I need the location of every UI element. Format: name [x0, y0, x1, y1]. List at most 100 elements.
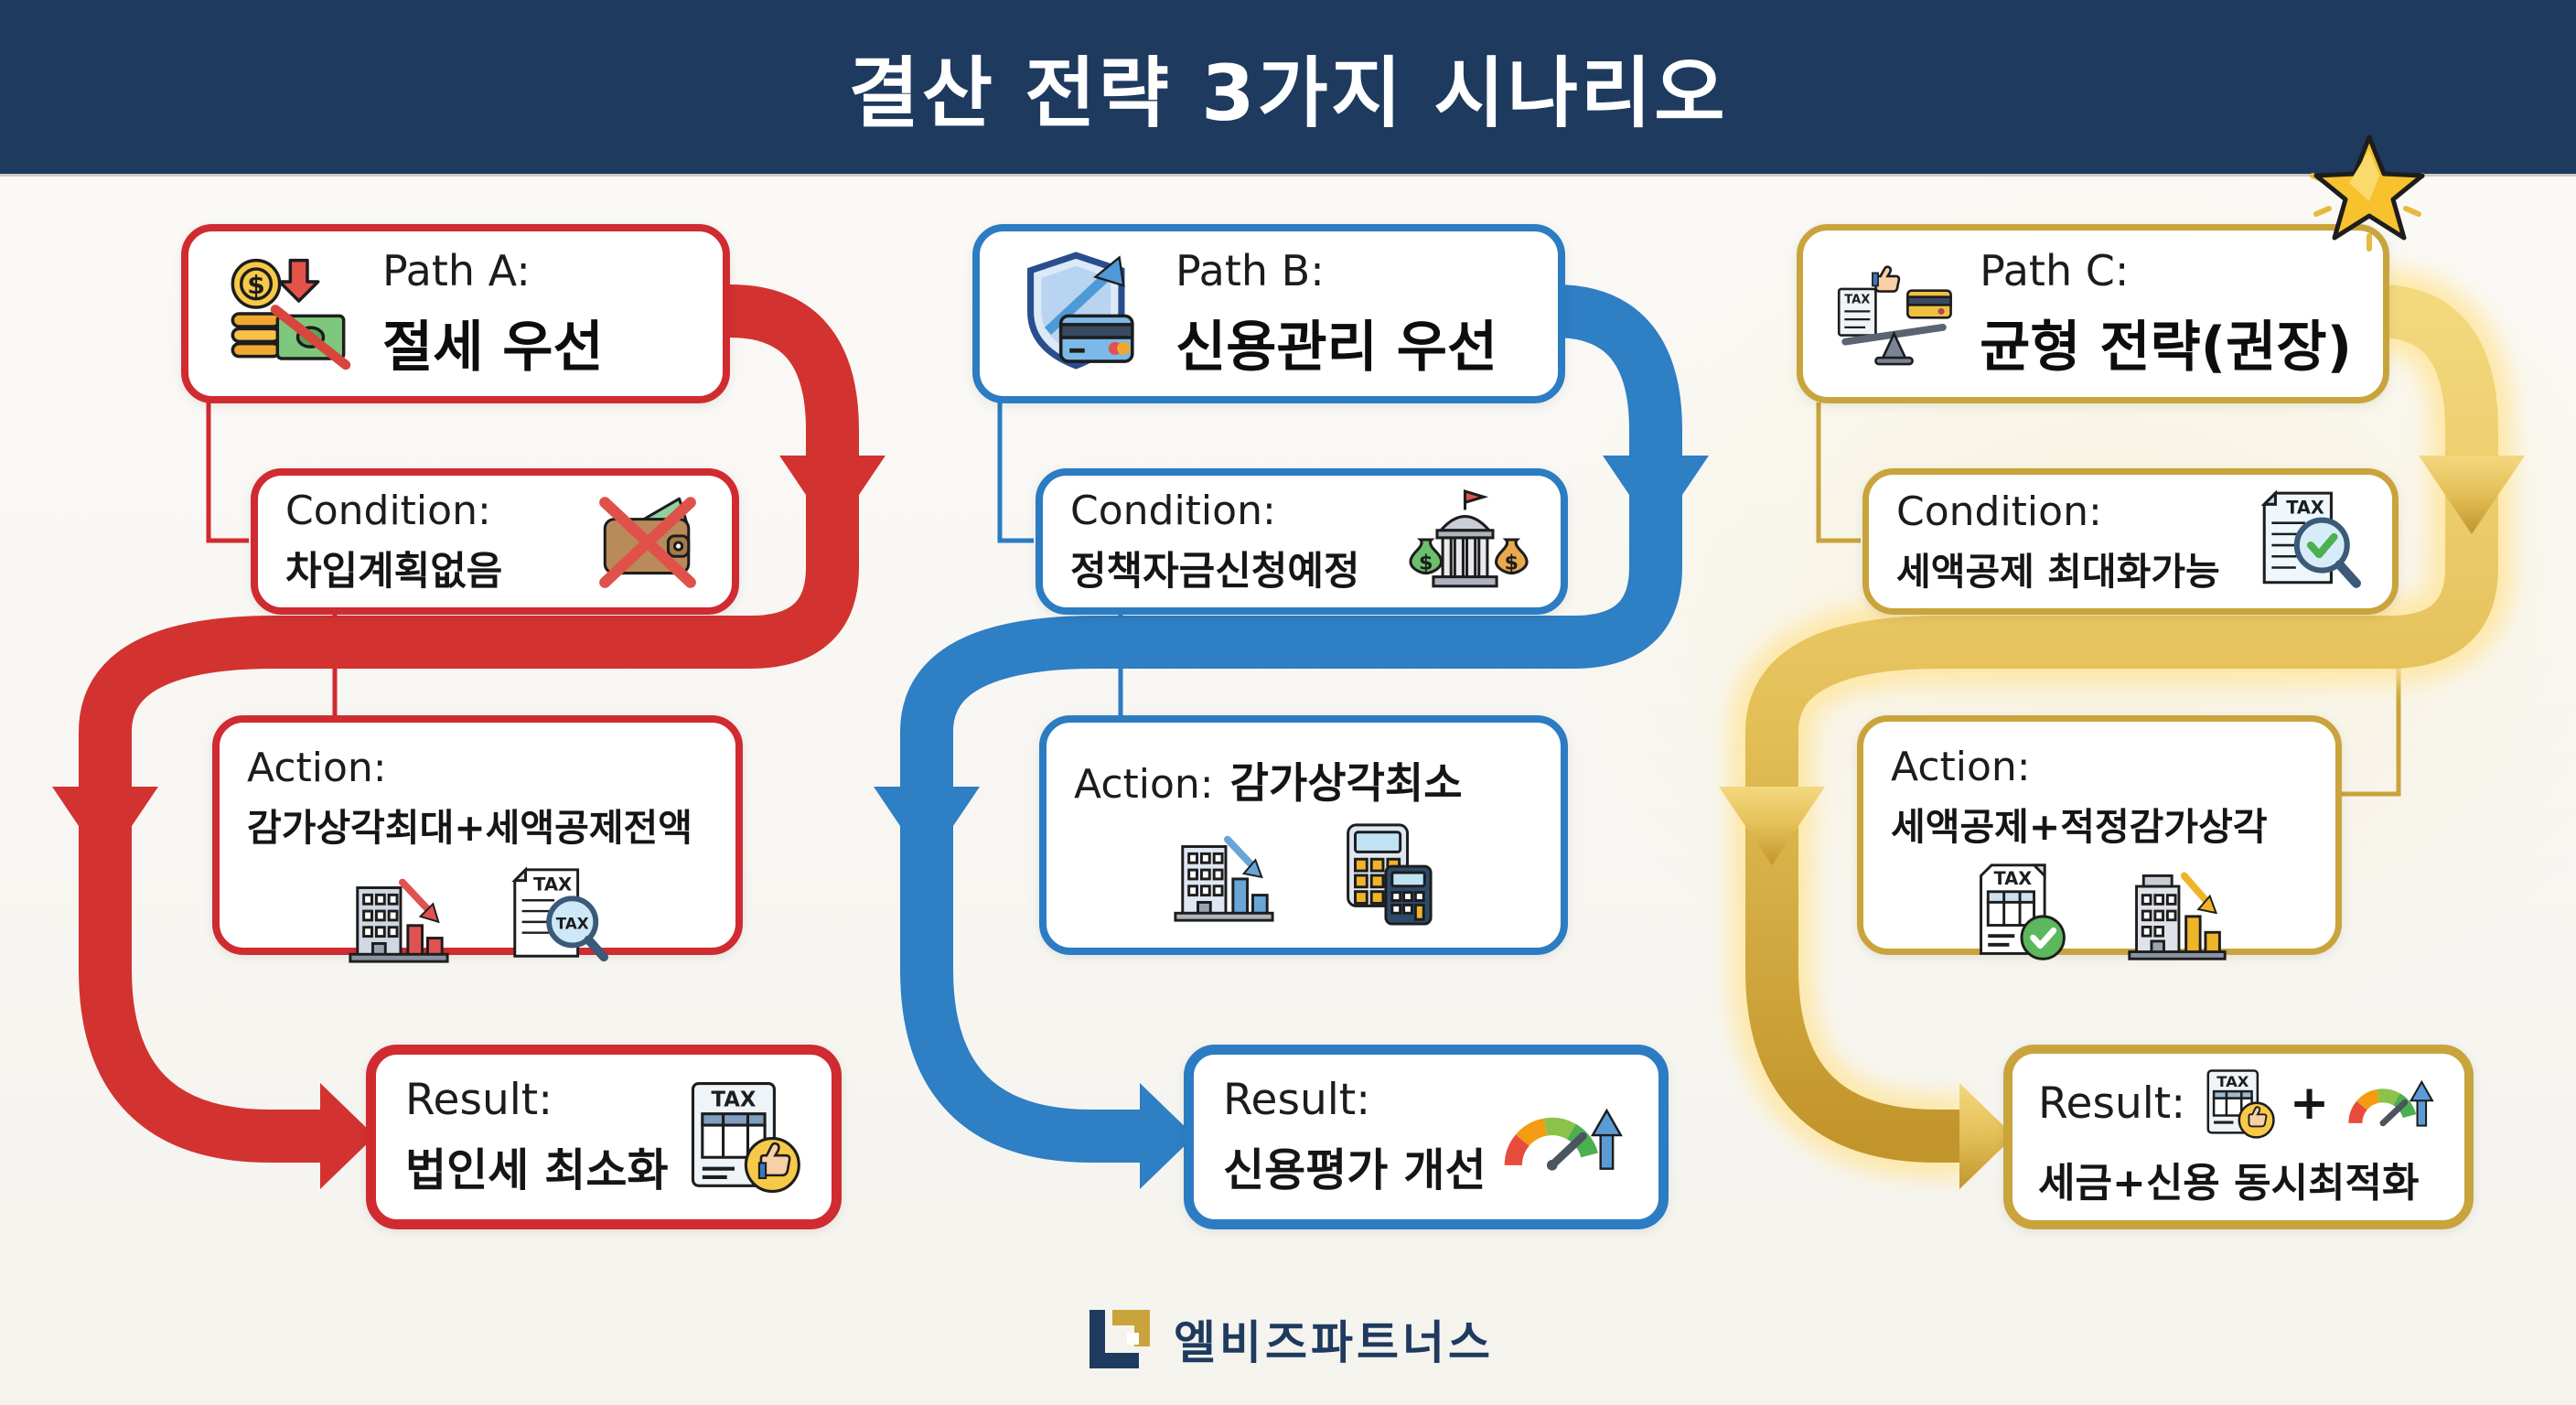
- page-title: 결산 전략 3가지 시나리오: [848, 48, 1728, 138]
- thin-connectors: [206, 402, 2401, 797]
- svg-text:TAX: TAX: [1994, 868, 2033, 889]
- result-label: Result:: [405, 1075, 553, 1125]
- path-c-condition-box: Condition: 세액공제 최대화가능 TAX: [1862, 468, 2399, 615]
- path-a-result-text: Result: 법인세 최소화: [405, 1075, 669, 1199]
- path-b-header-box: Path B: 신용관리 우선: [972, 224, 1565, 403]
- svg-text:TAX: TAX: [2286, 498, 2324, 519]
- path-c-action-box: Action: 세액공제+적정감가상각 TAX: [1857, 715, 2342, 960]
- path-a-result-arrowhead: [320, 1083, 375, 1189]
- path-b-action-box: Action: 감가상각최소: [1039, 715, 1568, 955]
- path-a-condition-box: Condition: 차입계획없음: [251, 468, 739, 615]
- path-a-strategy: 절세 우선: [382, 315, 604, 380]
- path-b-condition-text: Condition: 정책자금신청예정: [1070, 488, 1359, 596]
- path-c-flow-arrow: [1719, 284, 2525, 1189]
- action-label: Action:: [1074, 761, 1214, 808]
- credit-gauge-up-icon: [2348, 1079, 2435, 1127]
- building-decline-blue-icon: [1174, 835, 1274, 922]
- svg-text:$: $: [1419, 552, 1433, 575]
- path-b-action-text: Action: 감가상각최소: [1074, 745, 1533, 810]
- path-c-result-box: Result: TAX +: [2003, 1045, 2474, 1229]
- path-b-flow-arrow: [874, 284, 1709, 1189]
- credit-gauge-up-icon: [1504, 1108, 1623, 1171]
- balance-scale-tax-credit-icon: TAX: [1837, 265, 1952, 366]
- path-c-condition-text: Condition: 세액공제 최대화가능: [1896, 488, 2220, 595]
- footer: 엘비즈파트너스: [0, 1303, 2576, 1376]
- condition-label: Condition:: [1896, 488, 2102, 535]
- path-b-action-icons: [1074, 820, 1533, 928]
- path-b-header-condition-connector: [997, 402, 1034, 543]
- path-a-condition-text: Condition: 차입계획없음: [285, 488, 502, 596]
- path-b-down-arrowhead-1: [1603, 456, 1709, 534]
- path-c-result-arrowhead: [1959, 1083, 2014, 1189]
- path-a-header-condition-connector: [206, 402, 249, 543]
- svg-text:TAX: TAX: [1844, 294, 1870, 307]
- path-c-down-arrowhead-1: [2419, 456, 2525, 534]
- tax-document-magnifier-icon: TAX TAX: [511, 866, 609, 962]
- path-c-action-value: 세액공제+적정감가상각: [1891, 805, 2268, 849]
- shield-credit-up-icon: [1027, 252, 1134, 370]
- path-a-name: Path A:: [382, 245, 531, 295]
- lbiz-logo-icon: [1089, 1310, 1150, 1368]
- path-c-action-icons: TAX: [1891, 860, 2308, 966]
- title-bar: 결산 전략 3가지 시나리오: [0, 0, 2576, 174]
- path-b-result-text: Result: 신용평가 개선: [1223, 1075, 1487, 1199]
- path-a-header-text: Path A: 절세 우선: [382, 246, 604, 382]
- plus-sign: +: [2289, 1076, 2330, 1131]
- svg-text:$: $: [247, 270, 264, 300]
- building-decline-red-icon: [349, 878, 449, 963]
- path-a-header-box: $ Path A: 절세 우선: [181, 224, 730, 403]
- svg-text:TAX: TAX: [2216, 1073, 2249, 1090]
- path-c-header-box: TAX Path C: 균형 전략(권장): [1797, 224, 2389, 403]
- action-label: Action:: [1891, 744, 2031, 790]
- tax-form-thumbs-up-icon: TAX: [2206, 1069, 2275, 1139]
- action-label: Action:: [247, 745, 387, 791]
- recommended-star: [2292, 130, 2446, 258]
- svg-text:$: $: [1505, 552, 1519, 575]
- path-a-down-arrowhead-2: [52, 787, 158, 865]
- path-b-name: Path B:: [1175, 245, 1325, 295]
- path-b-strategy: 신용관리 우선: [1175, 315, 1498, 380]
- path-c-header-condition-connector: [1816, 402, 1861, 543]
- result-label: Result:: [2038, 1078, 2186, 1129]
- path-b-condition-value: 정책자금신청예정: [1070, 548, 1360, 595]
- path-a-action-box: Action: 감가상각최대+세액공제전액: [212, 715, 743, 963]
- path-a-result-box: Result: 법인세 최소화 TAX: [366, 1045, 842, 1229]
- tax-document-magnifier-check-icon: TAX: [2260, 489, 2361, 588]
- coins-money-down-icon: $: [231, 258, 351, 370]
- path-a-action-icons: TAX TAX: [247, 861, 708, 969]
- government-building-money-bags-icon: $ $: [1409, 489, 1529, 588]
- path-c-condition-value: 세액공제 최대화가능: [1896, 549, 2220, 594]
- path-c-strategy: 균형 전략(권장): [1980, 315, 2352, 380]
- wallet-crossed-icon: [599, 497, 696, 588]
- path-a-action-value: 감가상각최대+세액공제전액: [247, 806, 692, 850]
- path-c-down-arrowhead-2: [1719, 787, 1825, 865]
- path-c-result-value: 세금+신용 동시최적화: [2038, 1160, 2420, 1207]
- path-a-result-value: 법인세 최소화: [405, 1144, 669, 1196]
- result-label: Result:: [1223, 1075, 1371, 1125]
- path-b-result-box: Result: 신용평가 개선: [1184, 1045, 1669, 1229]
- path-c-flow-action-connector: [2342, 645, 2401, 797]
- path-b-down-arrowhead-2: [874, 787, 980, 865]
- path-c-name: Path C:: [1980, 245, 2130, 295]
- svg-text:TAX: TAX: [533, 874, 572, 895]
- building-decline-gold-icon: [2128, 872, 2227, 960]
- path-a-down-arrowhead-1: [779, 456, 886, 534]
- path-c-header-text: Path C: 균형 전략(권장): [1980, 246, 2352, 382]
- path-a-condition-value: 차입계획없음: [285, 548, 503, 595]
- brand-name: 엘비즈파트너스: [1174, 1316, 1494, 1369]
- path-a-flow-arrow: [52, 284, 886, 1189]
- path-b-result-arrowhead: [1140, 1083, 1195, 1189]
- condition-label: Condition:: [285, 487, 491, 534]
- path-b-condition-box: Condition: 정책자금신청예정 $ $: [1036, 468, 1568, 615]
- path-b-action-value: 감가상각최소: [1229, 758, 1463, 808]
- condition-label: Condition:: [1070, 487, 1276, 534]
- path-b-result-value: 신용평가 개선: [1223, 1144, 1487, 1196]
- tax-form-thumbs-up-icon: TAX: [691, 1082, 800, 1194]
- svg-text:TAX: TAX: [556, 915, 589, 933]
- path-b-header-text: Path B: 신용관리 우선: [1175, 246, 1497, 382]
- path-c-result-header-row: Result: TAX +: [2038, 1066, 2439, 1141]
- calculators-icon: [1347, 823, 1433, 926]
- svg-text:TAX: TAX: [711, 1088, 756, 1111]
